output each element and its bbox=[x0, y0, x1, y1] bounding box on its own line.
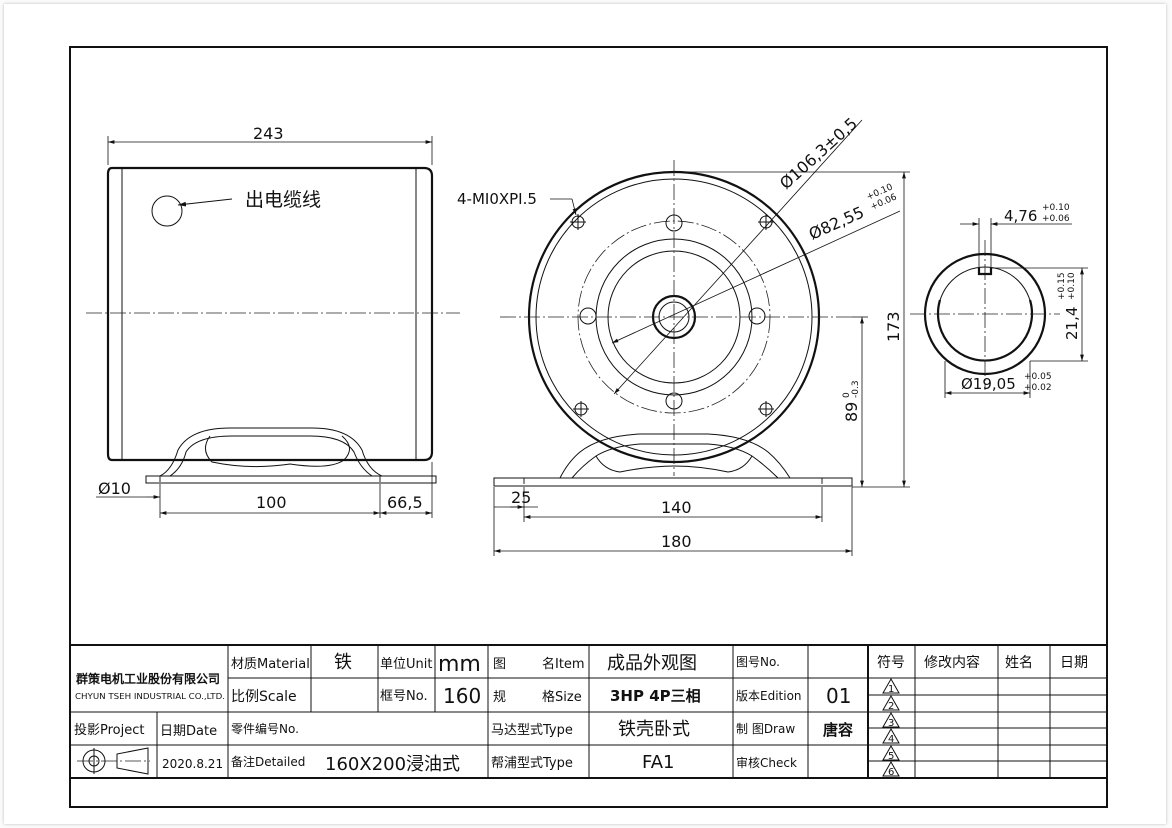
rev-name-header: 姓名 bbox=[1005, 655, 1033, 671]
draw-label: 制 图Draw bbox=[736, 722, 795, 736]
revision-mark: 3 bbox=[888, 718, 894, 729]
revision-triangle-icon bbox=[882, 727, 900, 744]
revision-triangle-icon bbox=[882, 711, 900, 728]
thread-note: 4-MI0XPI.5 bbox=[457, 190, 537, 208]
size-label-a: 规 bbox=[493, 690, 506, 705]
dim-overall-height: 173 bbox=[884, 311, 903, 342]
size-value: 3HP 4P三相 bbox=[610, 687, 701, 705]
title-block: 群策电机工业股份有限公司 CHYUN TSEH INDUSTRIAL CO.,L… bbox=[70, 644, 1107, 779]
revision-mark: 5 bbox=[888, 751, 894, 762]
dim-center-height: 89 bbox=[842, 402, 861, 422]
remark-value: 160X200浸油式 bbox=[325, 754, 460, 775]
front-view: 4-MI0XPI.5 Ø106,3±0,5 Ø82,55 +0.10 +0.06… bbox=[457, 114, 910, 556]
motor-type-value: 铁壳卧式 bbox=[618, 719, 690, 740]
revision-marks: 1 2 3 4 5 6 bbox=[882, 677, 900, 778]
motor-type-label: 马达型式Type bbox=[491, 723, 573, 738]
revision-triangle-icon bbox=[882, 677, 900, 694]
date-value: 2020.8.21 bbox=[162, 757, 223, 771]
part-no-label: 零件编号No. bbox=[231, 721, 299, 736]
dim-foot-hole-dia: Ø10 bbox=[98, 479, 131, 498]
unit-label: 单位Unit bbox=[380, 657, 432, 672]
edition-label: 版本Edition bbox=[736, 689, 802, 703]
company-name-cn: 群策电机工业股份有限公司 bbox=[75, 671, 220, 686]
threaded-hole-bottom-left bbox=[573, 401, 589, 417]
rev-date-header: 日期 bbox=[1060, 655, 1088, 671]
drawing-sheet: 出电缆线 243 Ø10 100 66,5 bbox=[4, 4, 1166, 824]
shaft-view: 4,76 +0.10 +0.06 21,4 +0.15 +0.10 Ø19,05… bbox=[910, 203, 1088, 398]
dim-key-width: 4,76 bbox=[1004, 207, 1037, 225]
dim-foot-width: 180 bbox=[661, 532, 692, 551]
material-value: 铁 bbox=[334, 652, 352, 673]
size-label-b: 格Size bbox=[542, 689, 582, 705]
svg-text:Ø82,55: Ø82,55 bbox=[806, 203, 867, 244]
pump-type-label: 帮浦型式Type bbox=[491, 756, 573, 771]
dim-flange-dia: Ø106,3±0,5 bbox=[776, 114, 861, 193]
projection-label: 投影Project bbox=[74, 722, 144, 738]
key-height-tol-upper: +0.15 bbox=[1057, 272, 1067, 300]
threaded-hole-top-right bbox=[758, 214, 774, 230]
edition-value: 01 bbox=[826, 684, 851, 708]
rev-content-header: 修改内容 bbox=[924, 654, 980, 671]
key-width-tol-upper: +0.10 bbox=[1042, 203, 1070, 213]
dim-pilot-dia: Ø82,55 bbox=[806, 203, 867, 244]
frame-value: 160 bbox=[443, 684, 481, 708]
check-label: 审核Check bbox=[736, 755, 797, 770]
revision-triangle-icon bbox=[882, 760, 900, 777]
item-value: 成品外观图 bbox=[607, 653, 697, 674]
threaded-hole-top-left bbox=[570, 214, 586, 230]
third-angle-projection-icon bbox=[77, 747, 150, 775]
side-view: 出电缆线 243 Ø10 100 66,5 bbox=[86, 124, 460, 518]
threaded-hole-bottom-right bbox=[758, 401, 774, 417]
item-label-a: 图 bbox=[493, 657, 506, 672]
dim-key-height: 21,4 bbox=[1063, 307, 1081, 340]
center-height-tol-upper: 0 bbox=[842, 392, 852, 398]
drawing-no-label: 图号No. bbox=[736, 655, 780, 669]
revision-triangle-icon bbox=[882, 744, 900, 761]
cable-outlet-label: 出电缆线 bbox=[245, 189, 321, 211]
revision-mark: 2 bbox=[888, 701, 894, 712]
frame-label: 框号No. bbox=[380, 689, 428, 704]
dim-foot-hole-spacing: 140 bbox=[661, 498, 692, 517]
dim-hole-spacing: 100 bbox=[256, 493, 287, 512]
shaft-dia-tol-lower: +0.02 bbox=[1024, 383, 1052, 393]
shaft-dia-tol-upper: +0.05 bbox=[1024, 372, 1052, 382]
center-height-tol-lower: -0.3 bbox=[851, 380, 861, 398]
material-label: 材质Material bbox=[231, 657, 310, 672]
pump-type-value: FA1 bbox=[642, 752, 674, 773]
dim-shaft-dia: Ø19,05 bbox=[961, 375, 1016, 393]
key-height-tol-lower: +0.10 bbox=[1067, 272, 1077, 300]
revision-mark: 6 bbox=[888, 767, 894, 778]
revision-mark: 4 bbox=[888, 734, 894, 745]
unit-value: mm bbox=[438, 652, 481, 677]
rev-symbol-header: 符号 bbox=[877, 655, 905, 671]
revision-mark: 1 bbox=[888, 684, 894, 695]
draw-value: 唐容 bbox=[823, 721, 853, 739]
drawing-frame bbox=[69, 46, 1108, 808]
remark-label: 备注Detailed bbox=[231, 754, 305, 769]
revision-triangle-icon bbox=[882, 694, 900, 711]
company-name-en: CHYUN TSEH INDUSTRIAL CO.,LTD. bbox=[75, 692, 225, 701]
dim-overall-length: 243 bbox=[253, 124, 284, 143]
scale-label: 比例Scale bbox=[231, 689, 297, 705]
dim-foot-offset: 66,5 bbox=[387, 493, 423, 512]
item-label-b: 名Item bbox=[542, 656, 585, 672]
dim-foot-edge: 25 bbox=[511, 488, 531, 507]
date-label: 日期Date bbox=[160, 724, 217, 739]
technical-drawing: 出电缆线 243 Ø10 100 66,5 bbox=[69, 46, 1108, 808]
key-width-tol-lower: +0.06 bbox=[1042, 214, 1070, 224]
